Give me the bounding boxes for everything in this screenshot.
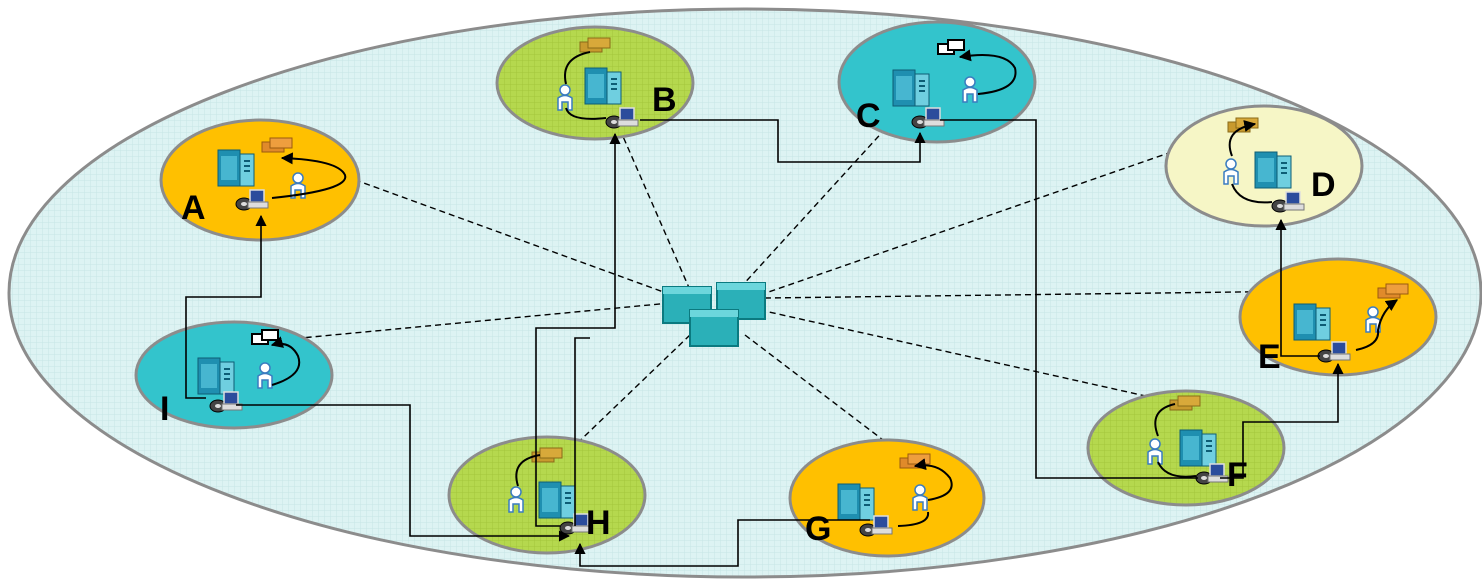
server-icon bbox=[217, 149, 255, 187]
node-d-icons bbox=[1223, 117, 1305, 213]
dashed-link-f bbox=[759, 309, 1187, 406]
server-icon bbox=[1293, 303, 1331, 341]
flow-c-to-f bbox=[940, 119, 1198, 479]
flow-e-to-d bbox=[1275, 218, 1320, 357]
node-c-icons bbox=[892, 39, 1017, 129]
dashed-links bbox=[279, 57, 1399, 463]
node-h-label: H bbox=[586, 504, 611, 542]
server-icon bbox=[1254, 151, 1292, 189]
flow-g-to-h bbox=[574, 519, 870, 567]
flow-h-to-b-2 bbox=[574, 337, 590, 526]
flow-h-to-b bbox=[535, 132, 621, 527]
server-icon bbox=[892, 69, 930, 107]
node-labels: A B C D E F G H I bbox=[160, 81, 1336, 548]
flow-i-to-h bbox=[236, 404, 571, 542]
node-i-label: I bbox=[160, 390, 169, 428]
solid-flow-links bbox=[185, 119, 1344, 567]
server-icon bbox=[197, 357, 235, 395]
node-b-icons bbox=[557, 37, 639, 129]
node-e-icons bbox=[1293, 283, 1409, 363]
node-d-label: D bbox=[1311, 166, 1336, 204]
server-icon bbox=[1179, 429, 1217, 467]
node-g[interactable] bbox=[788, 438, 986, 558]
node-c-label: C bbox=[856, 97, 881, 135]
dashed-link-b bbox=[617, 124, 691, 291]
node-b-label: B bbox=[652, 81, 677, 119]
node-i-icons bbox=[197, 329, 301, 413]
dashed-link-e bbox=[764, 289, 1399, 299]
node-f-icons bbox=[1147, 395, 1229, 485]
node-c[interactable] bbox=[837, 20, 1037, 144]
node-a[interactable] bbox=[159, 118, 361, 242]
server-icon bbox=[584, 67, 622, 105]
node-e-label: E bbox=[1258, 338, 1281, 376]
node-f-label: F bbox=[1227, 456, 1248, 494]
server-icon bbox=[837, 483, 875, 521]
dashed-link-d bbox=[759, 122, 1256, 296]
dashed-link-i bbox=[279, 302, 671, 341]
node-a-label: A bbox=[181, 189, 206, 227]
flow-b-to-c bbox=[640, 119, 926, 163]
node-a-icons bbox=[217, 137, 347, 211]
dashed-link-c bbox=[739, 57, 951, 289]
node-g-label: G bbox=[805, 510, 831, 548]
flow-f-to-e bbox=[1220, 362, 1344, 479]
dashed-link-a bbox=[349, 177, 681, 299]
server-icon bbox=[538, 481, 576, 519]
dashed-link-h bbox=[564, 334, 691, 456]
flow-i-to-a bbox=[185, 214, 267, 399]
central-server-cluster-icon[interactable] bbox=[662, 282, 766, 347]
node-g-icons bbox=[837, 453, 953, 537]
